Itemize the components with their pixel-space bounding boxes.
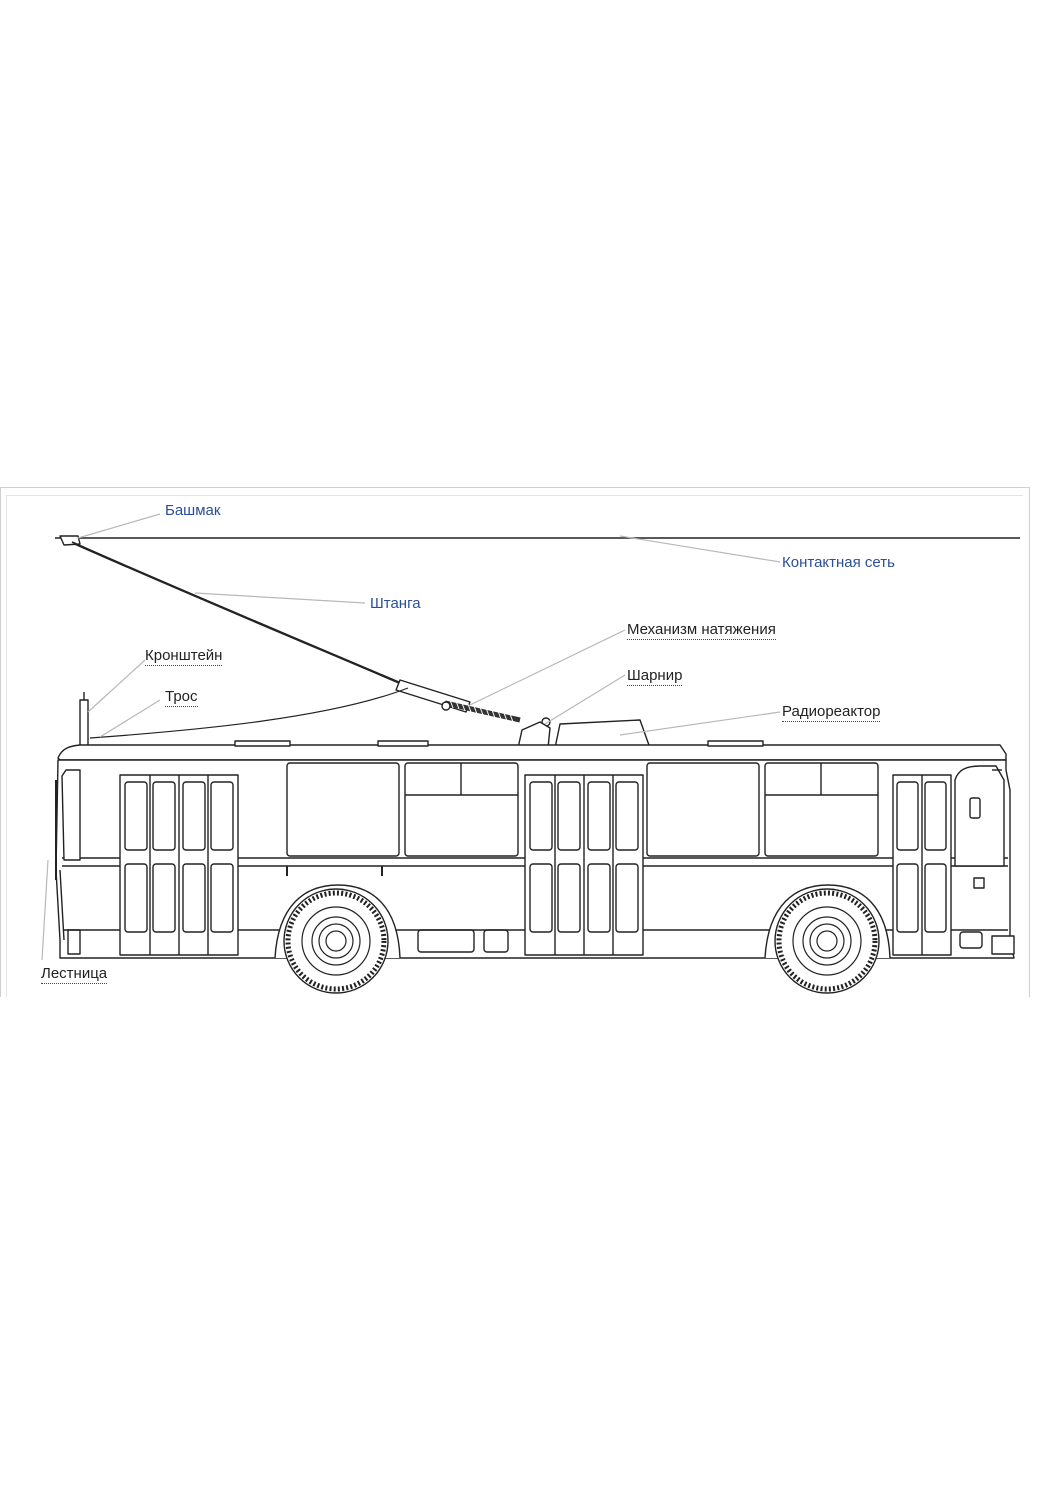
tension-spring — [441, 699, 551, 727]
trolley-pole — [71, 541, 409, 687]
label-tension-mechanism[interactable]: Механизм натяжения — [627, 621, 776, 640]
label-bracket[interactable]: Кронштейн — [145, 647, 223, 666]
hinge-base — [517, 721, 551, 749]
label-contact-network[interactable]: Контактная сеть — [782, 554, 895, 571]
label-pole[interactable]: Штанга — [370, 595, 421, 612]
front-wheel — [774, 888, 880, 994]
radioreactor-box — [554, 719, 651, 749]
label-ladder[interactable]: Лестница — [41, 965, 108, 984]
rear-wheel — [283, 888, 389, 994]
door-3 — [892, 774, 952, 956]
label-rope[interactable]: Трос — [165, 688, 198, 707]
diagram-frame-inner — [6, 495, 1023, 998]
roof — [57, 744, 1007, 761]
label-shoe[interactable]: Башмак — [165, 502, 221, 519]
label-hinge[interactable]: Шарнир — [627, 667, 683, 686]
mirror — [969, 797, 981, 819]
window-3 — [646, 762, 760, 857]
door-2 — [524, 774, 644, 956]
label-radioreactor[interactable]: Радиореактор — [782, 703, 881, 722]
leader-lines — [41, 513, 781, 961]
rope — [89, 687, 409, 739]
door-1 — [119, 774, 239, 956]
bracket — [79, 699, 89, 751]
window-1 — [286, 762, 400, 857]
